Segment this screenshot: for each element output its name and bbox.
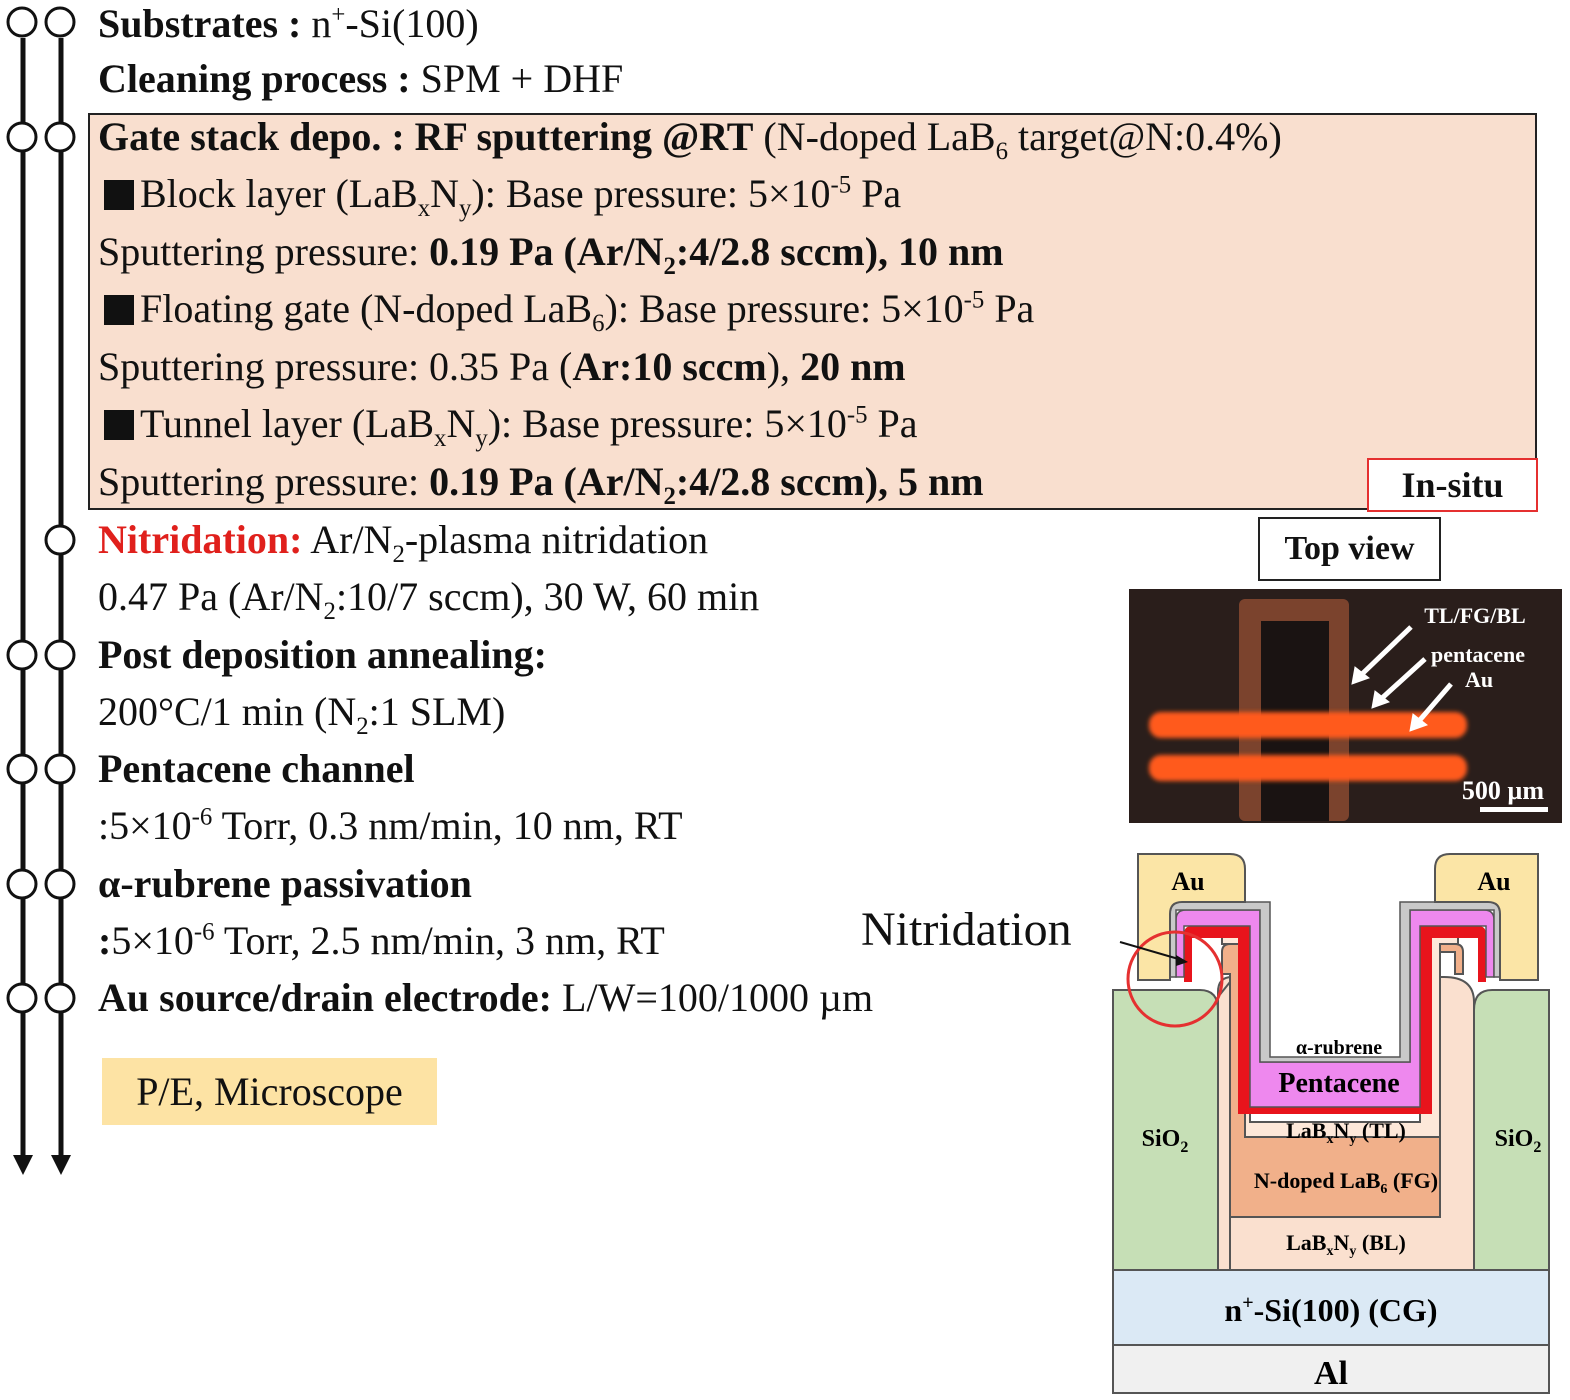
device-cross-section: Al n+-Si(100) (CG) SiO2 SiO2 LaBxNy (BL)…	[1112, 853, 1550, 1394]
step-marker-au-b	[44, 982, 76, 1014]
timeline-arrow-left	[13, 1155, 33, 1175]
nitridation-pointer	[1119, 941, 1183, 961]
substrate-layer	[1112, 1269, 1550, 1346]
step-marker-pda-a	[6, 639, 38, 671]
scale-label: 500 µm	[1462, 776, 1544, 805]
nitridation-conditions: 0.47 Pa (Ar/N2:10/7 sccm), 30 W, 60 min	[98, 574, 760, 625]
floating-gate-line: Floating gate (N-doped LaB6): Base press…	[104, 285, 1034, 336]
step-rubrene: α-rubrene passivation	[98, 861, 472, 906]
step-marker-pentacene-b	[44, 753, 76, 785]
rubrene-conditions: :5×10-6 Torr, 2.5 nm/min, 3 nm, RT	[98, 918, 665, 963]
au-left-pad	[1137, 853, 1246, 981]
step-cleaning: Cleaning process : SPM + DHF	[98, 56, 624, 101]
au-electrode-bottom	[1149, 755, 1467, 781]
step-nitridation: Nitridation: Ar/N2-plasma nitridation	[98, 517, 709, 568]
step-marker-rubrene-b	[44, 868, 76, 900]
au-left-label: Au	[1171, 867, 1204, 896]
bullet-square-icon	[104, 410, 134, 440]
step-pda: Post deposition annealing:	[98, 632, 547, 677]
label-tl-fg-bl: TL/FG/BL	[1424, 603, 1525, 628]
step-marker-gate-b	[44, 121, 76, 153]
tunnel-layer-sputtering: Sputtering pressure: 0.19 Pa (Ar/N2:4/2.…	[98, 459, 984, 510]
block-layer-sputtering: Sputtering pressure: 0.19 Pa (Ar/N2:4/2.…	[98, 229, 1004, 280]
bl-label: LaBxNy (BL)	[1286, 1230, 1406, 1259]
step-marker-substrates-a	[6, 6, 38, 38]
insitu-label: In-situ	[1367, 458, 1538, 512]
tl-label: LaBxNy (TL)	[1286, 1118, 1406, 1147]
au-electrode-top	[1149, 712, 1467, 738]
fg-label: N-doped LaB6 (FG)	[1254, 1168, 1438, 1197]
rubrene-label: α-rubrene	[1296, 1037, 1382, 1059]
label-pentacene: pentacene	[1431, 642, 1525, 667]
step-marker-substrates-b	[44, 6, 76, 38]
sio2-left-label: SiO2	[1142, 1126, 1189, 1156]
au-right-pad	[1434, 853, 1539, 981]
nitridation-callout: Nitridation	[861, 903, 1072, 956]
block-layer-line: Block layer (LaBxNy): Base pressure: 5×1…	[104, 170, 901, 221]
step-gate-stack: Gate stack depo. : RF sputtering @RT (N-…	[98, 114, 1282, 165]
label-au: Au	[1465, 667, 1493, 692]
step-marker-au-a	[6, 982, 38, 1014]
timeline-arrow-right	[51, 1155, 71, 1175]
step-marker-gate-a	[6, 121, 38, 153]
pentacene-label: Pentacene	[1278, 1068, 1399, 1099]
step-marker-pentacene-a	[6, 753, 38, 785]
al-layer	[1112, 1344, 1550, 1394]
pentacene-conditions: :5×10-6 Torr, 0.3 nm/min, 10 nm, RT	[98, 803, 683, 848]
tunnel-layer-line: Tunnel layer (LaBxNy): Base pressure: 5×…	[104, 400, 918, 451]
pda-conditions: 200°C/1 min (N2:1 SLM)	[98, 689, 506, 740]
top-view-label: Top view	[1258, 517, 1441, 581]
nitridation-circle	[1126, 930, 1224, 1028]
scale-bar	[1480, 807, 1548, 812]
al-label: Al	[1314, 1355, 1348, 1392]
gate-stack-box	[88, 113, 1537, 510]
sio2-right-label: SiO2	[1495, 1126, 1542, 1156]
step-marker-rubrene-a	[6, 868, 38, 900]
nitrided-layer	[1184, 926, 1486, 1114]
bullet-square-icon	[104, 180, 134, 210]
top-view-micrograph: TL/FG/BL pentacene Au 500 µm	[1129, 589, 1562, 823]
step-marker-pda-b	[44, 639, 76, 671]
au-right-label: Au	[1477, 867, 1510, 896]
floating-gate-sputtering: Sputtering pressure: 0.35 Pa (Ar:10 sccm…	[98, 344, 906, 389]
step-substrates: Substrates : n+-Si(100)	[98, 1, 479, 46]
process-timeline	[6, 6, 76, 1175]
step-pentacene: Pentacene channel	[98, 746, 415, 791]
pe-microscope-box: P/E, Microscope	[102, 1058, 437, 1125]
step-marker-nitridation	[44, 524, 76, 556]
step-au-electrode: Au source/drain electrode: L/W=100/1000 …	[98, 975, 874, 1020]
substrate-label: n+-Si(100) (CG)	[1224, 1292, 1437, 1328]
bullet-square-icon	[104, 295, 134, 325]
